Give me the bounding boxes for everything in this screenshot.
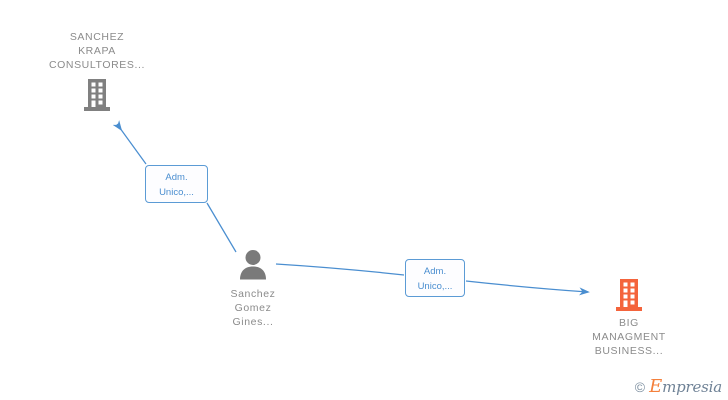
person-icon[interactable] xyxy=(236,248,270,282)
building-icon[interactable] xyxy=(614,278,644,312)
node-person-sanchez-gomez[interactable]: Sanchez Gomez Gines... xyxy=(190,248,316,329)
brand-rest: mpresia xyxy=(662,378,722,396)
brand-initial: E xyxy=(649,376,663,397)
building-icon-wrap xyxy=(22,78,172,112)
node-label-company-right: BIG MANAGMENT BUSINESS... xyxy=(592,317,666,357)
node-company-big-managment[interactable]: BIG MANAGMENT BUSINESS... xyxy=(554,278,704,358)
edge-label-adm-unico-left[interactable]: Adm. Unico,... xyxy=(145,165,208,203)
node-label-person: Sanchez Gomez Gines... xyxy=(230,288,276,328)
watermark-empresia: © Empresia xyxy=(635,378,722,396)
building-icon-wrap-right xyxy=(554,278,704,312)
node-label-company-left: SANCHEZ KRAPA CONSULTORES... xyxy=(48,31,146,71)
copyright-icon: © xyxy=(634,379,646,395)
brand-wordmark: Empresia xyxy=(649,378,722,396)
node-company-sanchez-krapa[interactable]: SANCHEZ KRAPA CONSULTORES... xyxy=(22,30,172,112)
building-icon[interactable] xyxy=(82,78,112,112)
person-icon-wrap xyxy=(190,248,316,282)
edge-label-adm-unico-right[interactable]: Adm. Unico,... xyxy=(405,259,465,297)
